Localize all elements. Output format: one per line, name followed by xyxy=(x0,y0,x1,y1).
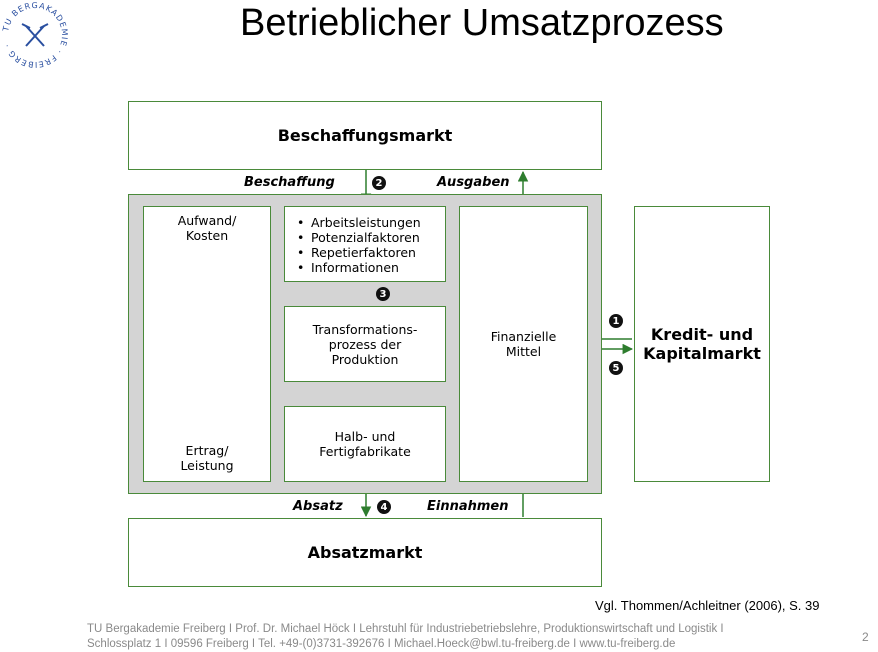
fabrikate-line1: Halb- und xyxy=(334,429,396,444)
finanzielle-mittel-box: Finanzielle Mittel xyxy=(459,206,588,482)
absatzmarkt-label: Absatzmarkt xyxy=(307,543,423,562)
absatzmarkt-box: Absatzmarkt xyxy=(128,518,602,587)
input-item: Arbeitsleistungen xyxy=(297,215,445,230)
label-beschaffung: Beschaffung xyxy=(244,175,335,190)
transformation-line2: prozess der xyxy=(328,336,402,352)
label-ausgaben: Ausgaben xyxy=(437,175,510,190)
marker-5: 5 xyxy=(609,361,623,375)
inputs-list: Arbeitsleistungen Potenzialfaktoren Repe… xyxy=(297,215,445,275)
label-absatz: Absatz xyxy=(293,499,343,514)
beschaffungsmarkt-box: Beschaffungsmarkt xyxy=(128,101,602,170)
inputs-box: Arbeitsleistungen Potenzialfaktoren Repe… xyxy=(284,206,446,282)
ertrag-line2: Leistung xyxy=(180,458,234,473)
source-citation: Vgl. Thommen/Achleitner (2006), S. 39 xyxy=(595,598,820,613)
marker-4: 4 xyxy=(377,500,391,514)
transformation-line1: Transformations- xyxy=(312,321,418,337)
transformation-line3: Produktion xyxy=(331,351,399,367)
kreditmarkt-line2: Kapitalmarkt xyxy=(643,344,761,363)
beschaffungsmarkt-label: Beschaffungsmarkt xyxy=(277,126,453,145)
page-title: Betrieblicher Umsatzprozess xyxy=(240,2,724,44)
mittel-line1: Finanzielle xyxy=(490,329,557,344)
aufwand-line1: Aufwand/ xyxy=(177,213,237,228)
kreditmarkt-line1: Kredit- und xyxy=(650,325,754,344)
transformation-box: Transformations- prozess der Produktion xyxy=(284,306,446,382)
marker-3: 3 xyxy=(376,287,390,301)
aufwand-line2: Kosten xyxy=(185,228,229,243)
university-logo: TU BERGAKADEMIE · FREIBERG · xyxy=(1,1,68,69)
fabrikate-box: Halb- und Fertigfabrikate xyxy=(284,406,446,482)
kreditmarkt-box: Kredit- und Kapitalmarkt xyxy=(634,206,770,482)
footer-line2: Schlossplatz 1 I 09596 Freiberg I Tel. +… xyxy=(87,638,676,650)
marker-1: 1 xyxy=(609,314,623,328)
fabrikate-line2: Fertigfabrikate xyxy=(319,444,411,459)
hammer-and-pick-icon xyxy=(21,23,49,47)
input-item: Repetierfaktoren xyxy=(297,245,445,260)
aufwand-ertrag-box: Aufwand/ Kosten Ertrag/ Leistung xyxy=(143,206,271,482)
footer: TU Bergakademie Freiberg I Prof. Dr. Mic… xyxy=(87,622,724,652)
page-number: 2 xyxy=(862,630,869,644)
label-einnahmen: Einnahmen xyxy=(427,499,509,514)
marker-2: 2 xyxy=(372,176,386,190)
input-item: Informationen xyxy=(297,260,445,275)
ertrag-line1: Ertrag/ xyxy=(185,443,229,458)
input-item: Potenzialfaktoren xyxy=(297,230,445,245)
footer-line1: TU Bergakademie Freiberg I Prof. Dr. Mic… xyxy=(87,623,724,635)
mittel-line2: Mittel xyxy=(505,344,542,359)
